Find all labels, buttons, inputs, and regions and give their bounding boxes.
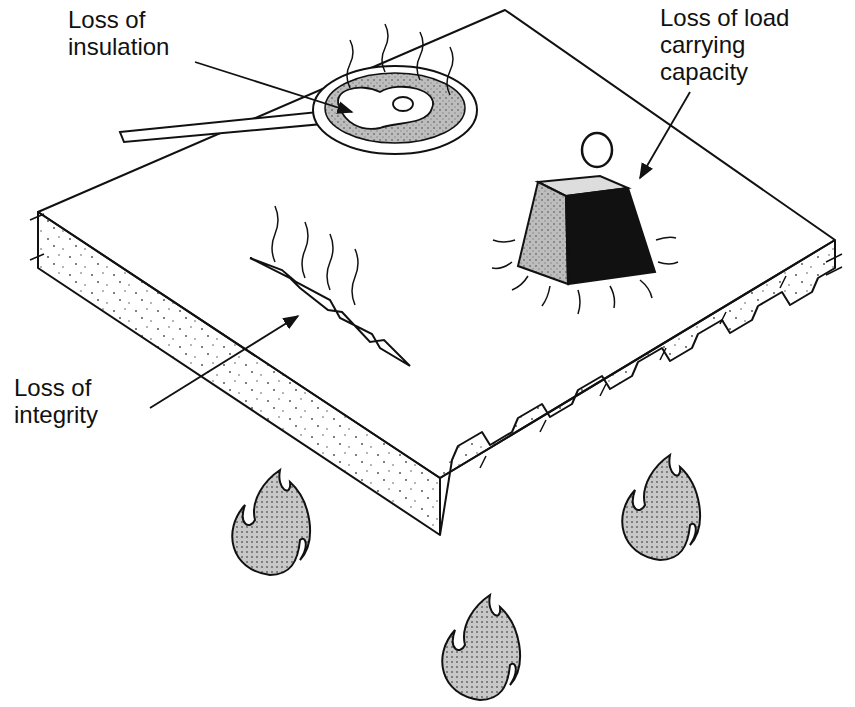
callout-label: Loss of integrity — [14, 374, 154, 428]
leader-arrows — [150, 62, 690, 408]
flames — [232, 455, 700, 700]
callout-label: Loss of insulation — [68, 6, 203, 60]
frying-pan — [120, 24, 477, 154]
concrete-slab — [30, 10, 842, 535]
leader-line — [640, 92, 690, 178]
crack — [250, 206, 410, 366]
leader-line — [150, 316, 298, 408]
callout-label: Loss of load carrying capacity — [660, 4, 840, 85]
leader-line — [195, 62, 352, 112]
